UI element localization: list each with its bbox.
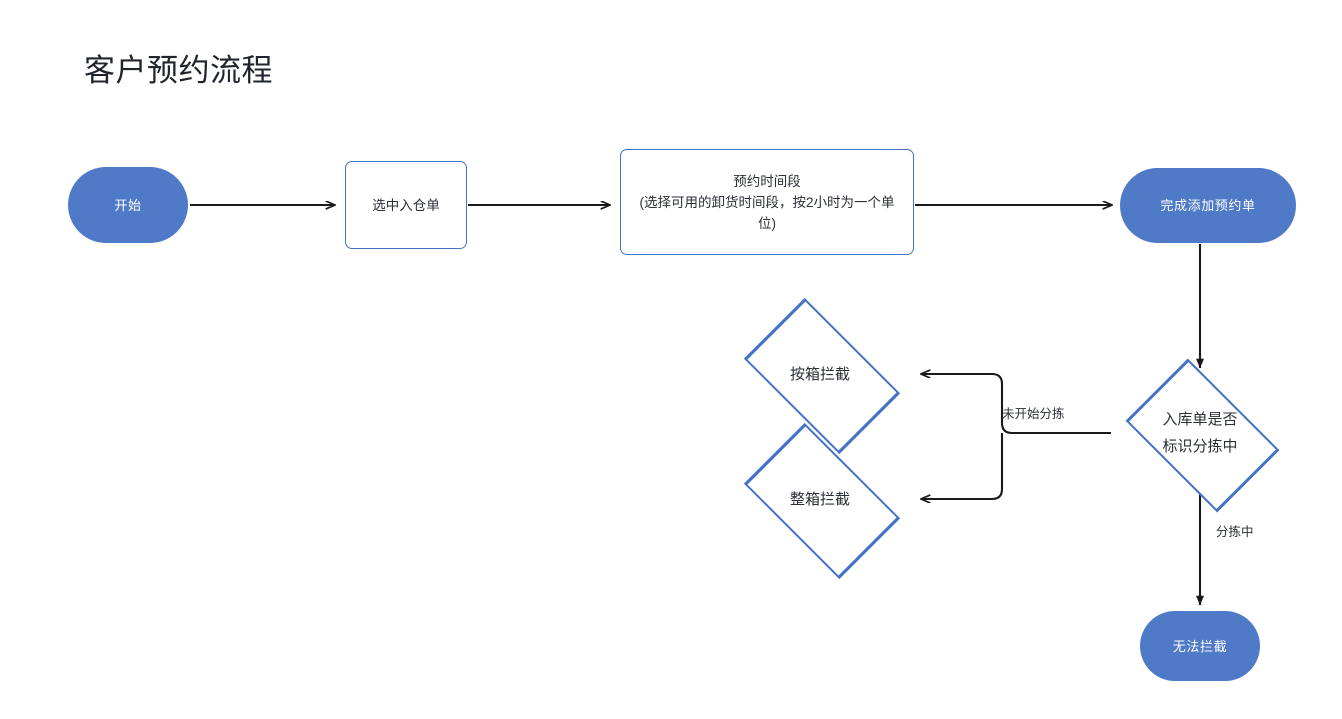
edge-label-not-started-sorting: 未开始分拣 bbox=[1002, 407, 1065, 421]
node-booking-time-slot[interactable]: 预约时间段 (选择可用的卸货时间段，按2小时为一个单 位) bbox=[620, 149, 914, 255]
node-finish-add-booking[interactable]: 完成添加预约单 bbox=[1120, 168, 1296, 243]
node-cannot-intercept[interactable]: 无法拦截 bbox=[1140, 611, 1260, 681]
node-select-inbound-order[interactable]: 选中入仓单 bbox=[345, 161, 467, 249]
edge-decision-to-carton bbox=[921, 374, 1111, 435]
edge-label-sorting: 分拣中 bbox=[1216, 525, 1254, 539]
node-intercept-full-carton[interactable]: 整箱拦截 bbox=[729, 422, 911, 580]
node-finish-add-booking-label: 完成添加预约单 bbox=[1160, 198, 1256, 213]
node-is-inbound-marked-sorting-label: 入库单是否 标识分拣中 bbox=[1162, 411, 1238, 455]
edge-decision-to-full-carton bbox=[921, 432, 1004, 499]
node-is-inbound-marked-sorting[interactable]: 入库单是否 标识分拣中 bbox=[1113, 358, 1287, 512]
node-select-inbound-order-label: 选中入仓单 bbox=[372, 197, 440, 213]
node-cannot-intercept-label: 无法拦截 bbox=[1172, 638, 1228, 654]
node-booking-time-slot-label: 预约时间段 (选择可用的卸货时间段，按2小时为一个单 位) bbox=[639, 173, 895, 231]
node-intercept-by-carton-label: 按箱拦截 bbox=[789, 365, 850, 383]
page-title: 客户预约流程 bbox=[84, 53, 273, 88]
node-start[interactable]: 开始 bbox=[68, 167, 188, 243]
node-start-label: 开始 bbox=[114, 197, 142, 213]
node-intercept-full-carton-label: 整箱拦截 bbox=[789, 490, 850, 508]
node-intercept-by-carton[interactable]: 按箱拦截 bbox=[729, 297, 911, 455]
